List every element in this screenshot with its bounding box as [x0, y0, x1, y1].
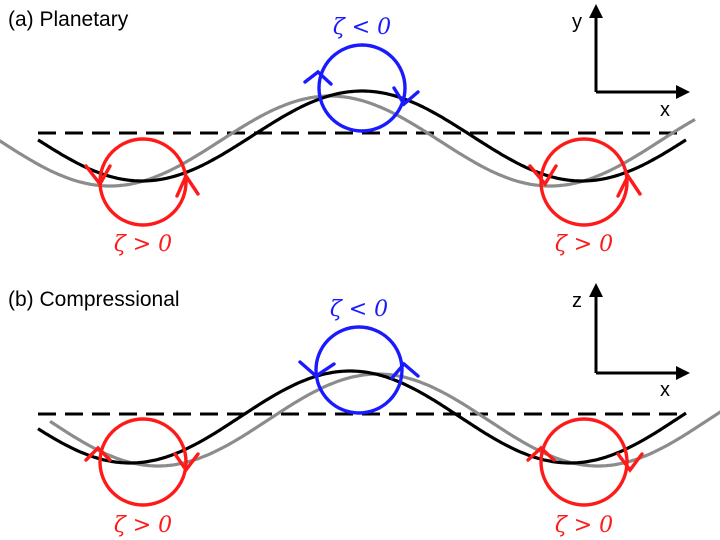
positive-vortex-right — [528, 137, 642, 227]
vorticity-label: ζ < 0 — [333, 15, 391, 40]
rotation-arrowhead — [303, 69, 333, 86]
rotation-arrowhead — [526, 445, 556, 462]
positive-vortex-left — [84, 137, 200, 227]
panel-compressional: (b) Compressional z x ζ > 0 ζ < 0 — [8, 283, 720, 538]
shifted-wave-curve — [49, 372, 720, 468]
vorticity-label: ζ > 0 — [555, 513, 613, 538]
axes-indicator: z x — [572, 283, 690, 401]
rotation-arrowhead — [390, 361, 420, 380]
vorticity-label: ζ > 0 — [114, 232, 172, 257]
positive-vortex-right — [526, 417, 644, 507]
vorticity-label: ζ < 0 — [330, 297, 388, 322]
negative-vortex-center — [303, 43, 420, 133]
rotation-arrowhead — [392, 86, 420, 107]
rotation-arrowhead — [173, 452, 200, 473]
vertical-arrowhead — [589, 283, 603, 297]
panel-planetary: (a) Planetary y x ζ > 0 ζ < 0 — [0, 4, 696, 257]
positive-vortex-left — [84, 417, 200, 507]
rotation-arrowhead — [298, 360, 336, 379]
current-wave-curve — [37, 89, 687, 183]
current-wave-curve — [37, 369, 687, 465]
vorticity-label: ζ > 0 — [114, 513, 172, 538]
panel-title: (b) Compressional — [8, 288, 180, 311]
horizontal-axis-label: x — [660, 379, 670, 401]
rotation-arrowhead — [616, 452, 644, 473]
rotation-arrowhead — [84, 445, 112, 462]
axes-indicator: y x — [572, 4, 690, 121]
vertical-axis-label: z — [572, 290, 582, 312]
vertical-axis-label: y — [572, 11, 582, 33]
negative-vortex-center — [298, 325, 420, 415]
panel-title: (a) Planetary — [8, 8, 129, 31]
horizontal-axis-label: x — [660, 99, 670, 121]
vorticity-label: ζ > 0 — [555, 232, 613, 257]
horizontal-arrowhead — [676, 366, 690, 380]
rotation-arrowhead — [616, 172, 642, 198]
vertical-arrowhead — [589, 4, 603, 18]
rotation-arrowhead — [175, 172, 200, 198]
horizontal-arrowhead — [676, 85, 690, 99]
rotation-arrowhead — [528, 164, 558, 187]
rotation-arrowhead — [84, 164, 112, 188]
